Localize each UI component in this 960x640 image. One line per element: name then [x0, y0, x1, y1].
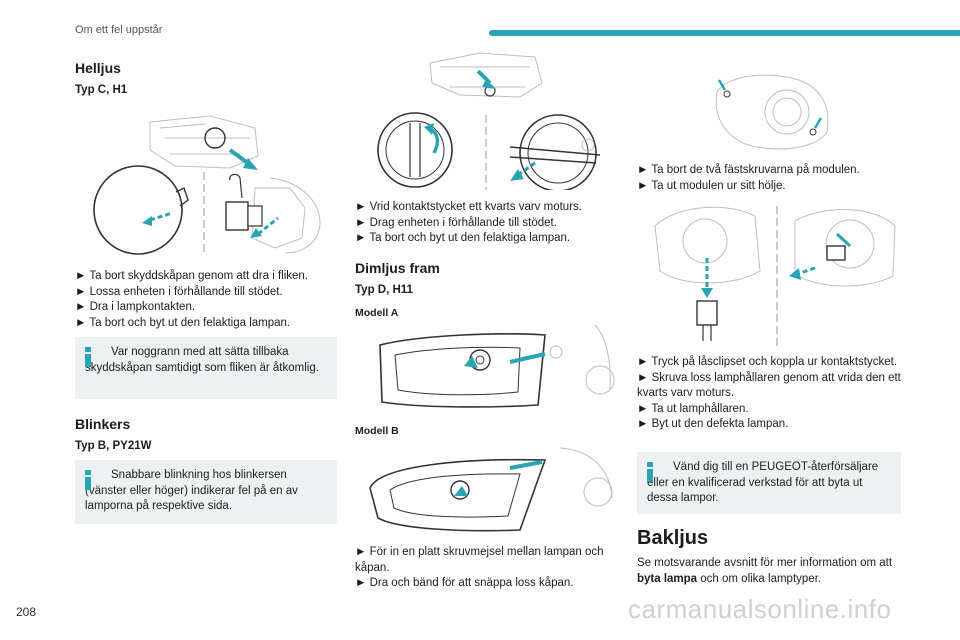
- step: ► Drag enheten i förhållande till stödet…: [355, 216, 557, 229]
- step: ► Lossa enheten i förhållande till stöde…: [75, 285, 283, 298]
- steps-list-5: ► Tryck på låsclipset och koppla ur kont…: [637, 355, 903, 433]
- info-box-helljus: Var noggrann med att sätta tillbaka skyd…: [75, 337, 337, 399]
- info-text: Snabbare blinkning hos blinkersen (vänst…: [85, 469, 298, 512]
- fog-lamp-model-a-illustration: [379, 324, 615, 408]
- heading-blinkers: Blinkers: [75, 416, 131, 432]
- step: ► Vrid kontaktstycket ett kvarts varv mo…: [355, 201, 582, 213]
- headlamp-illustration: [93, 115, 321, 255]
- fog-lamp-model-b-illustration: [369, 447, 613, 532]
- heading-dimljus: Dimljus fram: [355, 260, 440, 276]
- info-box-dimljus: Vänd dig till en PEUGEOT-återförsäljare …: [637, 452, 901, 514]
- step: ► Ta ut lamphållaren.: [637, 402, 749, 415]
- step: ► Ta bort de två fästskruvarna på module…: [637, 164, 860, 176]
- step: ► Ta bort skyddskåpan genom att dra i fl…: [75, 270, 308, 282]
- subheading-type-c: Typ C, H1: [75, 84, 128, 96]
- subheading-type-b: Typ B, PY21W: [75, 440, 152, 452]
- lamp-holder-illustration: [654, 206, 896, 346]
- page-number: 208: [16, 605, 37, 619]
- step: ► Byt ut den defekta lampan.: [637, 418, 789, 430]
- step: ► Ta ut modulen ur sitt hölje.: [637, 179, 786, 192]
- steps-list-1: ► Ta bort skyddskåpan genom att dra i fl…: [75, 269, 337, 331]
- steps-list-4: ► Ta bort de två fästskruvarna på module…: [637, 163, 903, 194]
- step: ► Dra och bänd för att snäppa loss kåpan…: [355, 577, 574, 589]
- subheading-type-d: Typ D, H11: [355, 284, 413, 296]
- step: ► Ta bort och byt ut den felaktiga lampa…: [355, 232, 571, 244]
- watermark: carmanualsonline.info: [628, 594, 892, 624]
- steps-list-2: ► Vrid kontaktstycket ett kvarts varv mo…: [355, 200, 617, 247]
- bakljus-paragraph: Se motsvarande avsnitt för mer informati…: [637, 556, 903, 587]
- step: ► För in en platt skruvmejsel mellan lam…: [355, 546, 604, 574]
- info-icon: [647, 462, 653, 482]
- heading-helljus: Helljus: [75, 60, 121, 76]
- section-header: Om ett fel uppstår: [75, 24, 163, 36]
- step: ► Ta bort och byt ut den felaktiga lampa…: [75, 316, 291, 329]
- info-box-blinkers: Snabbare blinkning hos blinkersen (vänst…: [75, 460, 337, 524]
- label-model-b: Modell B: [355, 425, 399, 437]
- para-text: och om olika lamptyper.: [697, 572, 822, 585]
- para-bold: byta lampa: [637, 572, 698, 585]
- para-text: Se motsvarande avsnitt för mer informati…: [637, 557, 893, 569]
- fog-module-screws-illustration: [715, 74, 829, 150]
- step: ► Dra i lampkontakten.: [75, 301, 196, 313]
- step: ► Skruva loss lamphållaren genom att vri…: [637, 371, 901, 400]
- info-text: Vänd dig till en PEUGEOT-återförsäljare …: [647, 461, 879, 504]
- label-model-a: Modell A: [355, 307, 399, 319]
- connector-rotation-illustration: [377, 52, 601, 190]
- steps-list-3: ► För in en platt skruvmejsel mellan lam…: [355, 545, 617, 592]
- header-accent-bar: [489, 30, 960, 36]
- heading-bakljus: Bakljus: [637, 527, 709, 549]
- info-icon: [85, 347, 91, 367]
- info-text: Var noggrann med att sätta tillbaka skyd…: [85, 346, 319, 374]
- step: ► Tryck på låsclipset och koppla ur kont…: [637, 356, 898, 368]
- info-icon: [85, 470, 91, 490]
